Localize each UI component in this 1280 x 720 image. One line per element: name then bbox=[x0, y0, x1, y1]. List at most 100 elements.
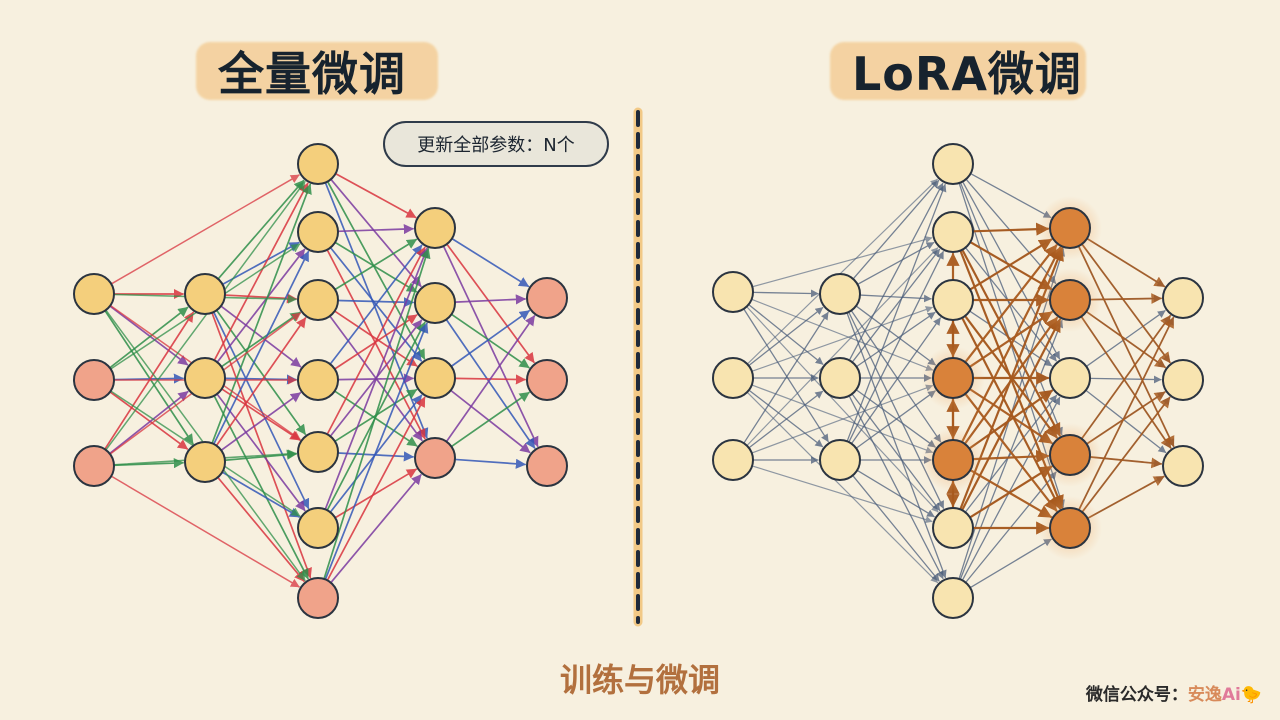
full-edge bbox=[212, 311, 310, 510]
lora-node-L4-1 bbox=[1162, 359, 1204, 401]
lora-node-L3-3 bbox=[1049, 434, 1091, 476]
lora-frozen-skip-edge bbox=[751, 384, 934, 454]
full-edge bbox=[450, 309, 530, 368]
watermark-suffix: Ai bbox=[1221, 685, 1241, 705]
lora-node-L0-1 bbox=[712, 357, 754, 399]
lora-trained-edge bbox=[964, 392, 1058, 512]
lora-frozen-edge bbox=[961, 180, 1061, 360]
full-node-L2-4 bbox=[297, 431, 339, 473]
full-edge bbox=[329, 244, 423, 366]
left-title-highlight bbox=[196, 42, 438, 100]
lora-frozen-edge bbox=[969, 172, 1052, 219]
lora-frozen-edge bbox=[848, 395, 944, 580]
full-edge bbox=[109, 305, 189, 366]
lora-node-L3-1 bbox=[1049, 279, 1091, 321]
full-node-L4-2 bbox=[526, 445, 568, 487]
full-edge bbox=[224, 449, 298, 462]
full-edge bbox=[213, 182, 309, 362]
lora-trained-out-edge bbox=[1080, 315, 1172, 449]
full-edge bbox=[449, 389, 531, 454]
lora-frozen-skip-edge bbox=[746, 247, 939, 447]
full-edge bbox=[108, 390, 189, 455]
lora-frozen-edge bbox=[748, 390, 824, 449]
lora-node-L1-2 bbox=[819, 439, 861, 481]
full-edge bbox=[454, 458, 527, 469]
full-edge bbox=[324, 322, 429, 581]
lora-trained-out-edge bbox=[1086, 237, 1166, 288]
full-edge bbox=[323, 248, 431, 580]
lora-frozen-edge bbox=[1085, 389, 1167, 454]
full-edge bbox=[220, 311, 301, 368]
lora-trained-edge bbox=[971, 222, 1050, 236]
full-edge bbox=[217, 179, 305, 280]
lora-finetune-title: LoRA微调 bbox=[852, 47, 1082, 101]
lora-frozen-skip-edge bbox=[746, 306, 939, 513]
full-skip-edge bbox=[105, 180, 306, 451]
lora-node-L2-3 bbox=[932, 357, 974, 399]
full-edge bbox=[337, 297, 415, 308]
full-edge bbox=[216, 476, 305, 582]
full-node-L2-3 bbox=[297, 359, 339, 401]
lora-trained-out-edge bbox=[1080, 314, 1172, 440]
lora-frozen-edge bbox=[852, 179, 940, 280]
lora-frozen-edge bbox=[959, 319, 1064, 581]
lora-node-L1-1 bbox=[819, 357, 861, 399]
lora-frozen-skip-edge bbox=[746, 178, 938, 365]
bottom-caption: 训练与微调 bbox=[559, 661, 720, 699]
full-edge bbox=[446, 243, 535, 364]
lora-frozen-edge bbox=[852, 474, 940, 582]
lora-frozen-edge bbox=[855, 311, 936, 368]
full-edge bbox=[220, 392, 302, 452]
lora-frozen-skip-edge bbox=[746, 391, 939, 584]
full-edge bbox=[333, 310, 418, 367]
full-node-L3-2 bbox=[414, 357, 456, 399]
full-node-L2-0 bbox=[297, 143, 339, 185]
lora-frozen-edge bbox=[855, 305, 936, 366]
right-title-highlight bbox=[830, 42, 1086, 100]
full-edge bbox=[442, 245, 539, 448]
full-edge bbox=[211, 183, 312, 445]
lora-node-L2-1 bbox=[932, 211, 974, 253]
lora-node-L3-0 bbox=[1049, 207, 1091, 249]
lora-frozen-edge bbox=[743, 308, 829, 443]
lora-frozen-edge bbox=[961, 396, 1061, 581]
full-node-L1-2 bbox=[184, 441, 226, 483]
watermark-name: 安逸 bbox=[1187, 685, 1222, 705]
full-node-L4-1 bbox=[526, 359, 568, 401]
full-edge bbox=[221, 471, 300, 518]
lora-trained-edge bbox=[968, 465, 1053, 519]
full-node-L2-2 bbox=[297, 279, 339, 321]
lora-node-L2-4 bbox=[932, 439, 974, 481]
full-edge bbox=[454, 294, 527, 305]
full-edge bbox=[103, 311, 194, 451]
lora-node-L2-2 bbox=[932, 279, 974, 321]
full-edge bbox=[215, 309, 307, 435]
lora-frozen-skip-edge bbox=[751, 236, 933, 288]
lora-trained-edge bbox=[964, 244, 1058, 364]
full-skip-edge bbox=[110, 174, 300, 285]
lora-trained-edge bbox=[960, 246, 1062, 444]
full-node-L2-1 bbox=[297, 211, 339, 253]
lora-frozen-edge bbox=[859, 294, 932, 303]
full-node-L0-0 bbox=[73, 273, 115, 315]
bird-icon: 🐤 bbox=[1240, 685, 1262, 705]
full-skip-edge bbox=[110, 475, 300, 588]
lora-nodes bbox=[712, 143, 1204, 619]
lora-frozen-edge bbox=[747, 303, 824, 365]
lora-node-L4-2 bbox=[1162, 445, 1204, 487]
lora-trained-out-edge bbox=[1086, 475, 1165, 520]
full-edge bbox=[334, 468, 417, 519]
lora-frozen-edge bbox=[748, 306, 824, 367]
lora-frozen-edge bbox=[851, 393, 941, 512]
lora-frozen-skip-edge bbox=[751, 298, 934, 371]
lora-node-L0-0 bbox=[712, 271, 754, 313]
full-finetune-title: 全量微调 bbox=[218, 47, 406, 101]
lora-frozen-edge bbox=[855, 389, 936, 448]
lora-frozen-skip-edge bbox=[751, 306, 933, 372]
full-node-L0-2 bbox=[73, 445, 115, 487]
full-node-L1-1 bbox=[184, 357, 226, 399]
lora-node-L1-0 bbox=[819, 273, 861, 315]
full-edge bbox=[451, 237, 530, 288]
lora-frozen-edge bbox=[850, 309, 942, 443]
lora-trained-edge bbox=[968, 311, 1053, 369]
